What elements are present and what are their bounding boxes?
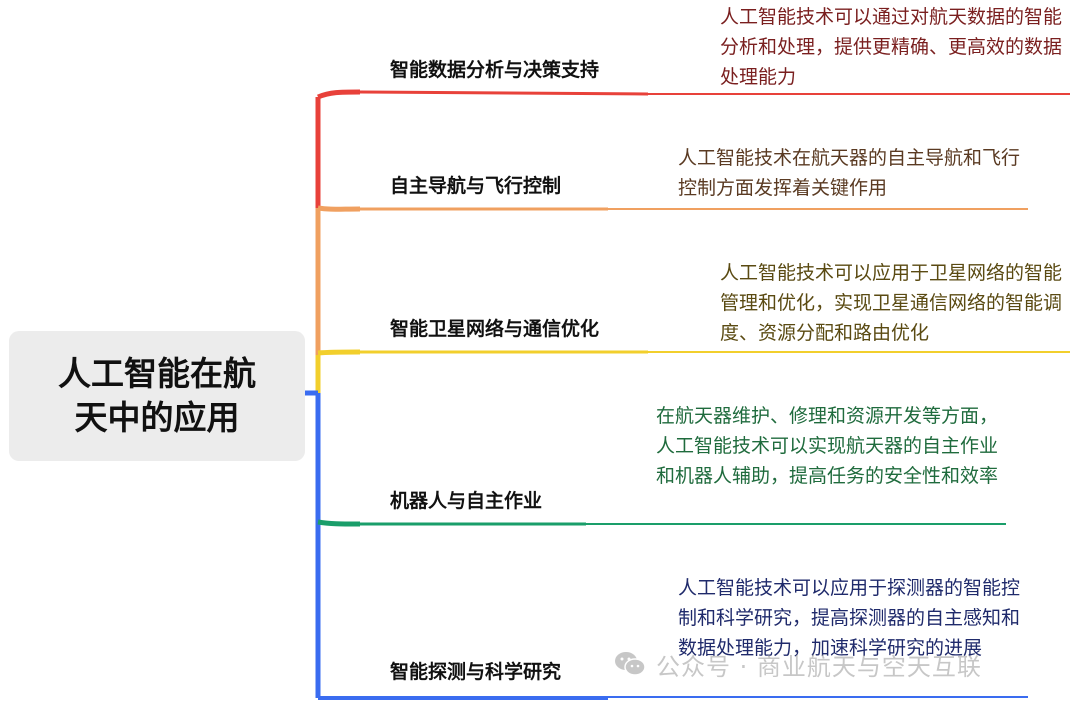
- branch-label-detection: 智能探测与科学研究: [390, 661, 562, 683]
- branch-label-robotics: 机器人与自主作业: [390, 490, 543, 512]
- root-title: 人工智能在航天中的应用: [58, 354, 256, 437]
- branch-label-data-analysis: 智能数据分析与决策支持: [390, 59, 600, 81]
- wechat-icon: [615, 652, 646, 676]
- branch-label-satellite-network: 智能卫星网络与通信优化: [390, 318, 600, 340]
- branch-description-detection: 人工智能技术可以应用于探测器的智能控制和科学研究，提高探测器的自主感知和数据处理…: [678, 577, 1021, 659]
- branch-curve-3: [317, 349, 361, 356]
- branch-curve-2: [317, 205, 361, 212]
- branch-label-navigation: 自主导航与飞行控制: [390, 175, 562, 197]
- branch-description-robotics: 在航天器维护、修理和资源开发等方面，人工智能技术可以实现航天器的自主作业和机器人…: [656, 405, 999, 487]
- branch-curve-1: [317, 89, 361, 100]
- watermark: 公众号 · 商业航天与空天互联: [612, 646, 982, 682]
- branch-description-satellite-network: 人工智能技术可以应用于卫星网络的智能管理和优化，实现卫星通信网络的智能调度、资源…: [720, 262, 1063, 344]
- branch-description-data-analysis: 人工智能技术可以通过对航天数据的智能分析和处理，提供更精确、更高效的数据处理能力: [720, 6, 1063, 88]
- branch-description-navigation: 人工智能技术在航天器的自主导航和飞行控制方面发挥着关键作用: [678, 147, 1021, 199]
- branch-line-1: [359, 90, 649, 96]
- root-node: 人工智能在航天中的应用: [9, 331, 305, 461]
- branch-curve-4: [317, 519, 361, 527]
- watermark-text: 公众号 · 商业航天与空天互联: [656, 652, 982, 681]
